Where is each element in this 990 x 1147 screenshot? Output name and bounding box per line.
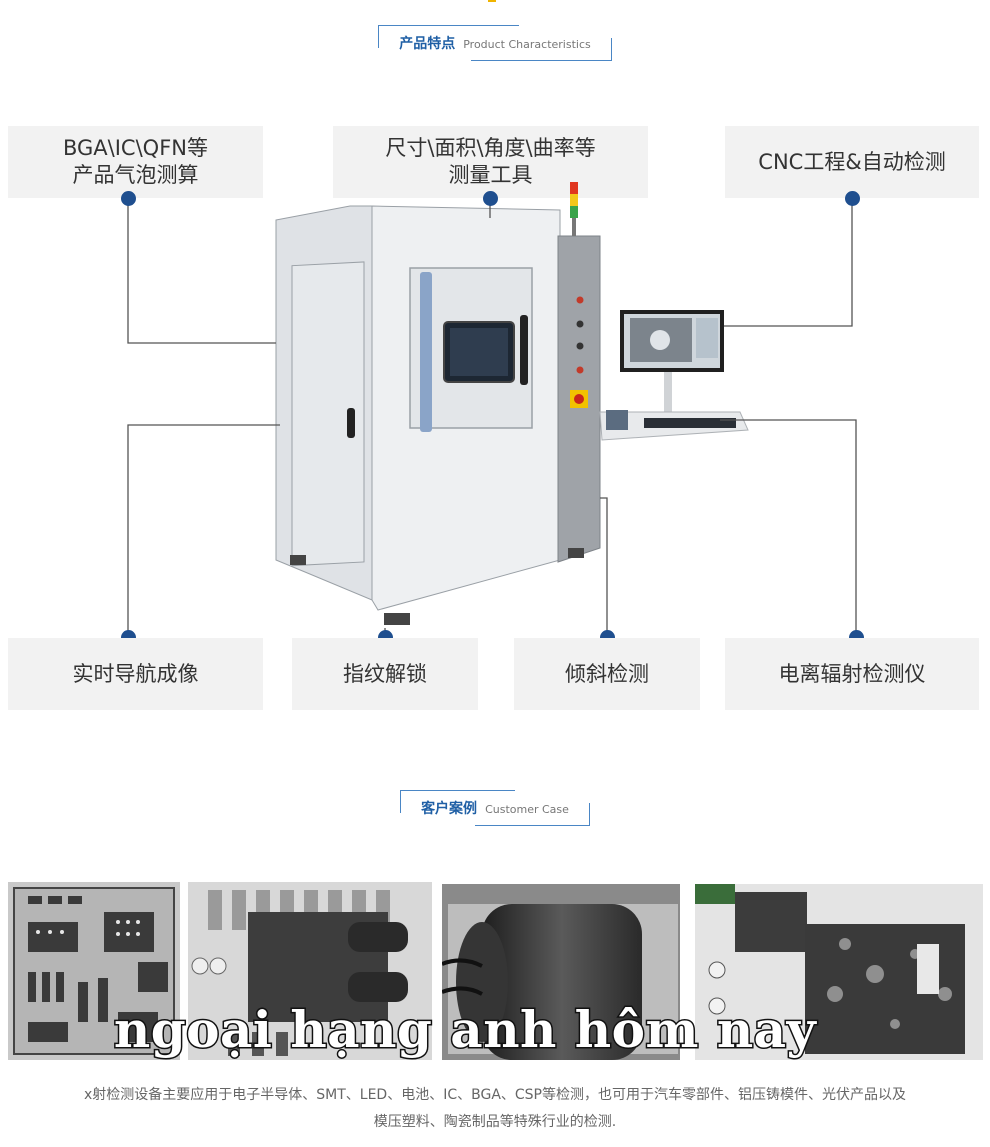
- connector-dot: [845, 191, 860, 206]
- application-caption: x射检测设备主要应用于电子半导体、SMT、LED、电池、IC、BGA、CSP等检…: [0, 1082, 990, 1136]
- xray-machine-illustration: [127, 182, 857, 638]
- feature-measurement-tools: 尺寸\面积\角度\曲率等测量工具: [333, 126, 648, 198]
- caption-line-2: 模压塑料、陶瓷制品等特殊行业的检测.: [373, 1114, 617, 1130]
- top-accent-mark: [488, 0, 496, 2]
- xray-photo-bga-board: [8, 882, 180, 1060]
- feature-line: CNC工程&自动检测: [758, 149, 946, 174]
- feature-cnc-auto: CNC工程&自动检测: [725, 126, 979, 198]
- customer-case-heading: 客户案例 Customer Case: [400, 790, 590, 826]
- section-title-cn: 客户案例: [421, 801, 478, 817]
- feature-line: 尺寸\面积\角度\曲率等: [385, 136, 596, 160]
- overlay-watermark-text: ngoại hạng anh hôm nay: [112, 999, 817, 1061]
- feature-realtime-navigation: 实时导航成像: [8, 638, 263, 710]
- feature-line: 产品气泡测算: [72, 163, 199, 187]
- feature-bubble-calc: BGA\IC\QFN等产品气泡测算: [8, 126, 263, 198]
- connector-dot: [121, 191, 136, 206]
- xray-photo-leadframe-voids: [695, 884, 983, 1060]
- product-characteristics-heading: 产品特点 Product Characteristics: [378, 25, 612, 61]
- section-title-en: Customer Case: [485, 803, 569, 816]
- feature-radiation-detector: 电离辐射检测仪: [725, 638, 979, 710]
- xray-photo-capacitor: [442, 884, 680, 1060]
- feature-line: 测量工具: [448, 163, 533, 187]
- xray-photo-chip-leadframe: [188, 882, 432, 1060]
- feature-tilt-inspection: 倾斜检测: [514, 638, 700, 710]
- connector-dot: [483, 191, 498, 206]
- feature-fingerprint-unlock: 指纹解锁: [292, 638, 478, 710]
- feature-line: BGA\IC\QFN等: [62, 136, 208, 160]
- caption-line-1: x射检测设备主要应用于电子半导体、SMT、LED、电池、IC、BGA、CSP等检…: [83, 1087, 907, 1103]
- section-title-en: Product Characteristics: [463, 38, 591, 51]
- section-title-cn: 产品特点: [399, 36, 456, 52]
